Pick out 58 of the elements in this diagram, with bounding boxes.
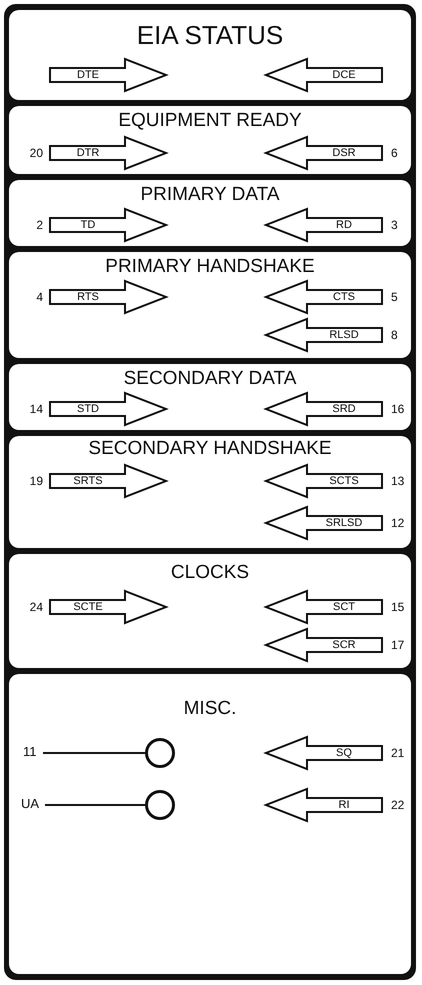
signal-label: SCTS (328, 475, 360, 487)
section-panel (9, 554, 411, 668)
section-panel (9, 364, 411, 430)
signal-label: SCT (332, 601, 356, 613)
pin-number: 21 (391, 746, 404, 760)
pin-number: 6 (391, 146, 398, 160)
signal-label: DTE (76, 69, 100, 81)
section-title: PRIMARY DATA (139, 184, 280, 206)
signal-label: SCTE (72, 601, 104, 613)
pin-number: 17 (391, 638, 404, 652)
signal-label: RI (338, 799, 350, 811)
signal-label: RTS (76, 291, 100, 303)
pin-number: 16 (391, 402, 404, 416)
signal-label: SRLSD (324, 517, 364, 529)
pin-number: 20 (30, 146, 43, 160)
section-title: EIA STATUS (136, 20, 284, 51)
signal-label: DCE (331, 69, 357, 81)
signal-label: SQ (335, 747, 353, 759)
signal-label: DSR (331, 147, 357, 159)
signal-label: SRTS (72, 475, 104, 487)
pin-number: 19 (30, 474, 43, 488)
section-title: MISC. (182, 698, 238, 720)
signal-label: DTR (76, 147, 100, 159)
pin-number: 14 (30, 402, 43, 416)
pin-number: 4 (36, 290, 43, 304)
signal-label: RLSD (328, 329, 360, 341)
section-panel (9, 436, 411, 548)
section-panel (9, 252, 411, 358)
indicator-lamp (145, 738, 175, 768)
pin-number: 15 (391, 600, 404, 614)
section-title: CLOCKS (170, 562, 250, 584)
section-panel (9, 10, 411, 100)
leader-line (45, 804, 145, 806)
pin-number: 12 (391, 516, 404, 530)
pin-label: 11 (23, 744, 36, 760)
section-title: SECONDARY DATA (122, 368, 298, 390)
pin-label: UA (21, 796, 40, 812)
signal-label: SRD (331, 403, 357, 415)
pin-number: 3 (391, 218, 398, 232)
pin-number: 5 (391, 290, 398, 304)
section-panel (9, 674, 411, 974)
section-panel (9, 106, 411, 174)
signal-label: STD (76, 403, 100, 415)
indicator-lamp (145, 790, 175, 820)
signal-label: CTS (332, 291, 356, 303)
pin-number: 13 (391, 474, 404, 488)
section-title: PRIMARY HANDSHAKE (104, 256, 316, 278)
pin-number: 2 (36, 218, 43, 232)
pin-number: 24 (30, 600, 43, 614)
pin-number: 22 (391, 798, 404, 812)
signal-label: RD (335, 219, 353, 231)
section-title: SECONDARY HANDSHAKE (87, 438, 333, 460)
leader-line (43, 752, 145, 754)
pin-number: 8 (391, 328, 398, 342)
signal-label: TD (80, 219, 96, 231)
section-panel (9, 180, 411, 246)
signal-label: SCR (331, 639, 357, 651)
section-title: EQUIPMENT READY (117, 110, 303, 132)
